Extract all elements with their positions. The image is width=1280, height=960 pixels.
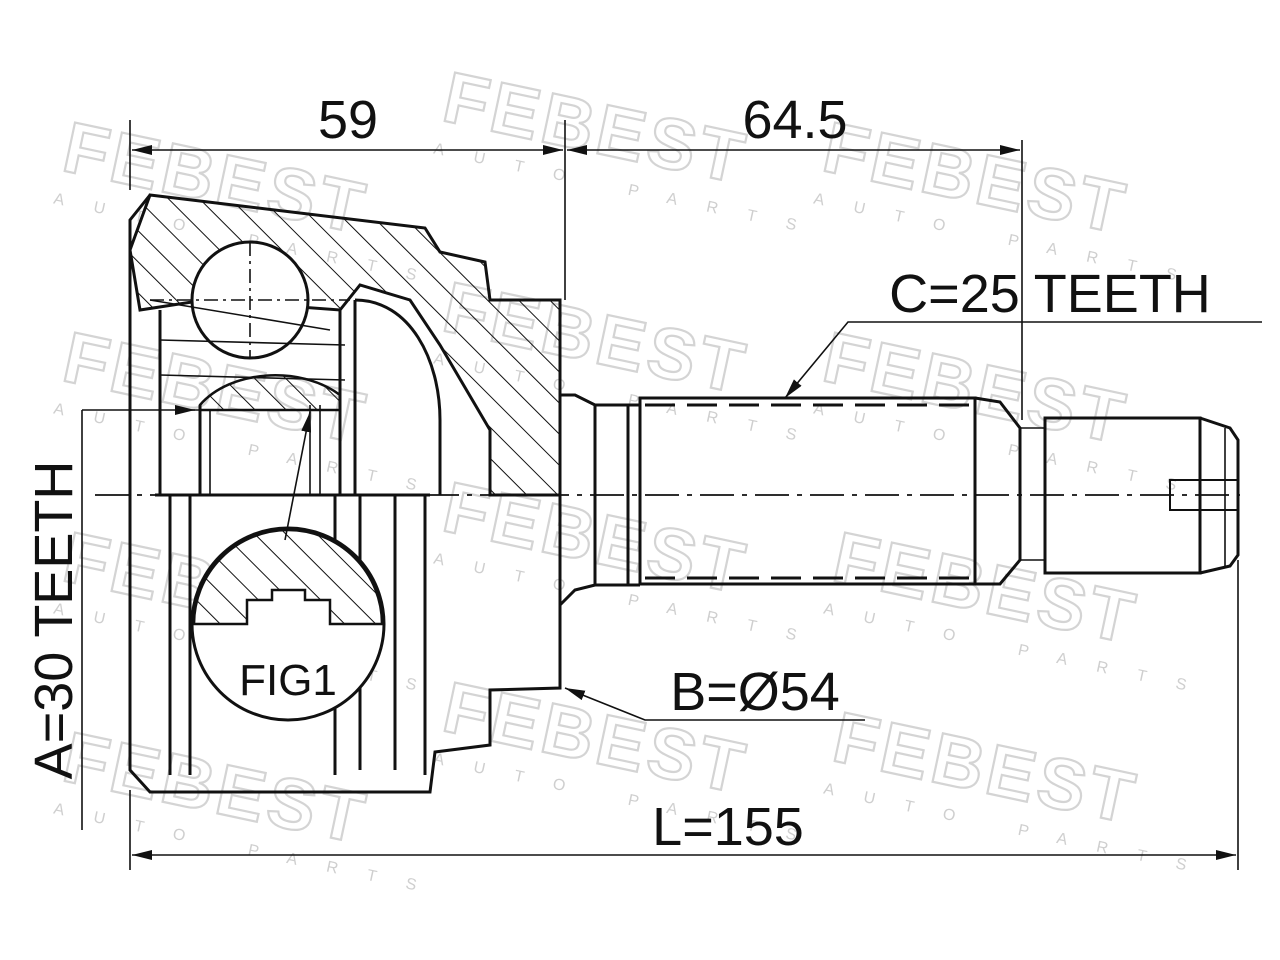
shaft-taper [974,396,1022,586]
dimension-64-5-label: 64.5 [742,90,847,150]
housing-outline [128,194,562,794]
dimension-64-5: 64.5 [567,90,1023,420]
joint-housing [128,193,562,794]
cage-curve [354,298,442,495]
callout-c-teeth: C=25 TEETH [784,264,1262,399]
fig1-key-section [192,528,384,626]
dimension-length: L=155 [129,560,1239,870]
inner-race-section [198,374,342,412]
cage-window-line [159,339,346,346]
cage-window-line [159,374,346,381]
cage-window-line [149,299,331,331]
callout-c-label: C=25 TEETH [889,264,1211,324]
watermark-group: FEBEST AUTO PARTS FEBEST AUTO PARTS FEBE… [52,56,1217,900]
callout-a-teeth: A=30 TEETH [24,405,195,830]
callout-leader [564,687,865,721]
callout-leader [784,321,1262,399]
dimension-59-label: 59 [318,90,378,150]
shaft-spline-section [638,396,977,586]
fig1-detail: FIG1 [190,411,386,722]
shaft-neck-upper [560,393,640,407]
fig1-label: FIG1 [239,656,337,705]
callout-b-diameter: B=Ø54 [564,662,865,722]
callout-a-label: A=30 TEETH [24,461,84,780]
dimension-length-label: L=155 [652,797,804,857]
shaft-neck-lower [558,583,640,607]
callout-b-label: B=Ø54 [670,662,840,722]
dimension-59: 59 [129,90,566,300]
fig1-leader [284,411,312,541]
